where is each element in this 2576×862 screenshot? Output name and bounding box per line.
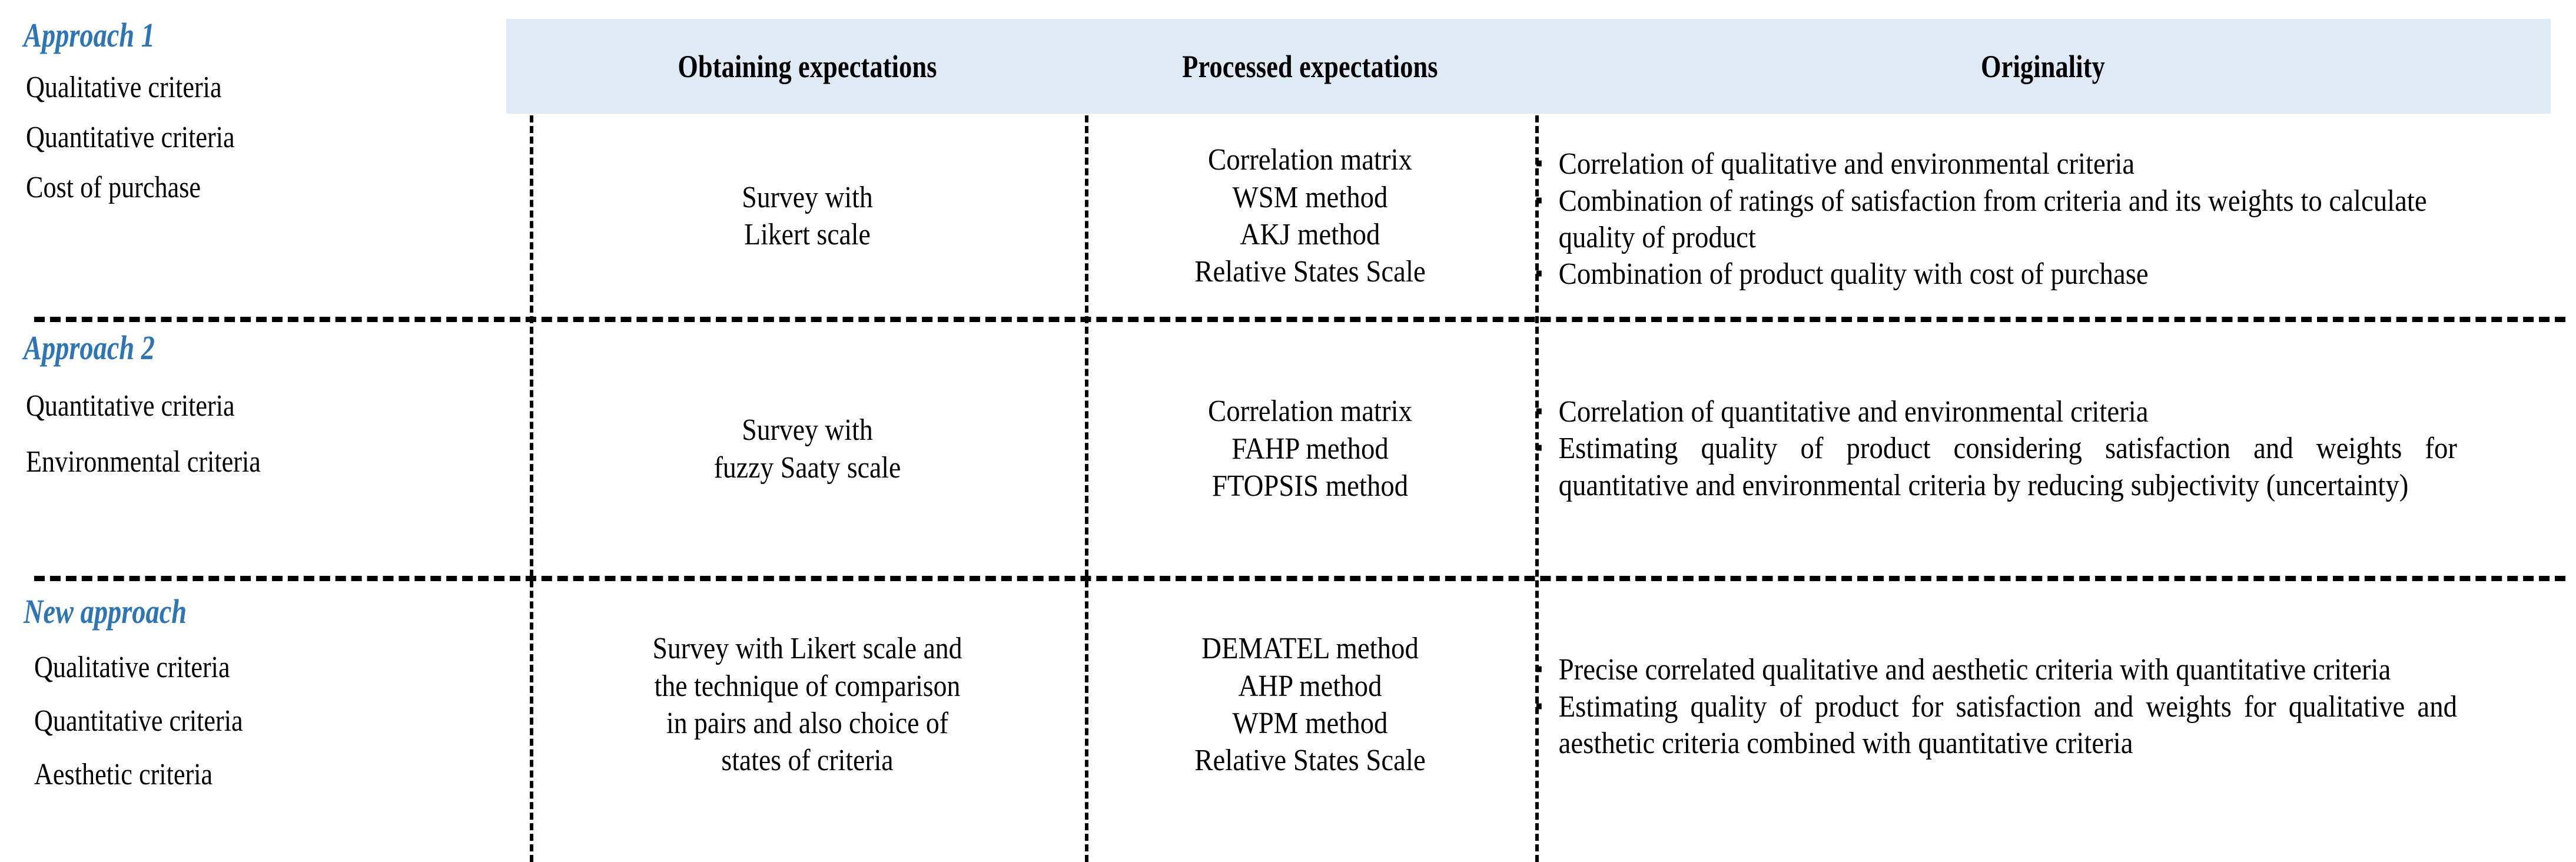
column-header-processed-expectations: Processed expectations xyxy=(1126,19,1495,114)
cell-line: DEMATEL method xyxy=(1201,632,1419,666)
column-header-label: Obtaining expectations xyxy=(678,48,937,84)
cell-line: Likert scale xyxy=(744,218,871,251)
cell-line: FAHP method xyxy=(1231,432,1389,466)
cell-line: states of criteria xyxy=(721,744,894,778)
list-item-text: Combination of ratings of satisfaction f… xyxy=(1558,184,2427,254)
table-row: New approach Qualitative criteria Quanti… xyxy=(0,581,2576,862)
cell-line: Correlation matrix xyxy=(1207,394,1413,429)
originality-cell: ▪ Correlation of quantitative and enviro… xyxy=(1535,322,2457,576)
square-bullet-icon: ▪ xyxy=(1535,260,1543,287)
obtaining-expectations-cell: Survey with Likert scale and the techniq… xyxy=(563,581,1052,828)
list-item-text: Estimating quality of product for satisf… xyxy=(1558,689,2457,761)
table-header-band xyxy=(506,19,2551,114)
cell-line: Survey with xyxy=(742,413,873,447)
column-separator-3 xyxy=(1535,115,1539,862)
square-bullet-icon: ▪ xyxy=(1535,434,1543,461)
square-bullet-icon: ▪ xyxy=(1535,692,1543,719)
column-header-label: Processed expectations xyxy=(1182,48,1438,84)
square-bullet-icon: ▪ xyxy=(1535,397,1543,424)
criteria-item: Environmental criteria xyxy=(26,445,261,479)
list-item-text: Precise correlated qualitative and aesth… xyxy=(1558,653,2391,687)
approach-title: Approach 1 xyxy=(24,16,155,54)
list-item: ▪ Precise correlated qualitative and aes… xyxy=(1535,652,2457,688)
criteria-item: Qualitative criteria xyxy=(26,71,222,104)
list-item: ▪ Combination of ratings of satisfaction… xyxy=(1535,183,2457,257)
obtaining-expectations-cell: Survey with Likert scale xyxy=(563,115,1052,317)
criteria-item: Quantitative criteria xyxy=(34,704,243,738)
processed-expectations-cell: Correlation matrix FAHP method FTOPSIS m… xyxy=(1107,322,1513,576)
processed-expectations-cell: Correlation matrix WSM method AKJ method… xyxy=(1107,115,1513,323)
column-header-obtaining-expectations: Obtaining expectations xyxy=(580,19,1035,114)
list-item: ▪ Correlation of quantitative and enviro… xyxy=(1535,394,2457,430)
table-row: Approach 1 Qualitative criteria Quantita… xyxy=(0,16,2576,320)
originality-cell: ▪ Precise correlated qualitative and aes… xyxy=(1535,581,2457,831)
cell-line: Survey with xyxy=(742,180,873,214)
obtaining-expectations-cell: Survey with fuzzy Saaty scale xyxy=(563,322,1052,576)
originality-cell: ▪ Correlation of qualitative and environ… xyxy=(1535,115,2457,320)
cell-line: AHP method xyxy=(1238,669,1382,703)
cell-line: in pairs and also choice of xyxy=(666,707,949,740)
criteria-item: Quantitative criteria xyxy=(26,389,235,423)
cell-line: the technique of comparison xyxy=(654,669,961,703)
cell-line: fuzzy Saaty scale xyxy=(713,450,901,485)
square-bullet-icon: ▪ xyxy=(1535,186,1543,213)
square-bullet-icon: ▪ xyxy=(1535,150,1543,177)
approach-column: Approach 2 Quantitative criteria Environ… xyxy=(0,322,524,479)
square-bullet-icon: ▪ xyxy=(1535,655,1543,682)
cell-line: FTOPSIS method xyxy=(1211,469,1409,503)
criteria-item: Qualitative criteria xyxy=(34,651,230,684)
table-row: Approach 2 Quantitative criteria Environ… xyxy=(0,322,2576,576)
list-item: ▪ Estimating quality of product for sati… xyxy=(1535,689,2457,762)
row-divider-2 xyxy=(34,576,2565,581)
list-item: ▪ Correlation of qualitative and environ… xyxy=(1535,146,2457,183)
processed-expectations-cell: DEMATEL method AHP method WPM method Rel… xyxy=(1107,581,1513,828)
approach-column: New approach Qualitative criteria Quanti… xyxy=(0,581,524,792)
cell-line: Survey with Likert scale and xyxy=(652,632,962,666)
cell-line: AKJ method xyxy=(1240,218,1380,251)
cell-line: WPM method xyxy=(1232,707,1388,740)
cell-line: Relative States Scale xyxy=(1194,255,1426,289)
list-item-text: Estimating quality of product considerin… xyxy=(1558,432,2457,502)
list-item-text: Correlation of qualitative and environme… xyxy=(1558,147,2135,181)
column-separator-1 xyxy=(530,115,533,862)
list-item: ▪ Combination of product quality with co… xyxy=(1535,256,2457,293)
cell-line: WSM method xyxy=(1232,180,1388,214)
row-divider-1 xyxy=(34,317,2565,322)
cell-line: Correlation matrix xyxy=(1207,143,1413,177)
criteria-item: Aesthetic criteria xyxy=(34,758,213,791)
cell-line: Relative States Scale xyxy=(1194,744,1426,778)
list-item: ▪ Estimating quality of product consider… xyxy=(1535,430,2457,504)
column-header-label: Originality xyxy=(1981,48,2105,84)
column-header-originality: Originality xyxy=(1626,19,2459,114)
approach-title: Approach 2 xyxy=(24,329,155,367)
criteria-item: Cost of purchase xyxy=(26,171,201,204)
criteria-item: Quantitative criteria xyxy=(26,121,235,154)
list-item-text: Combination of product quality with cost… xyxy=(1558,257,2149,291)
approach-title: New approach xyxy=(24,592,187,631)
column-separator-2 xyxy=(1085,115,1088,862)
approach-column: Approach 1 Qualitative criteria Quantita… xyxy=(0,16,524,205)
list-item-text: Correlation of quantitative and environm… xyxy=(1558,394,2149,429)
